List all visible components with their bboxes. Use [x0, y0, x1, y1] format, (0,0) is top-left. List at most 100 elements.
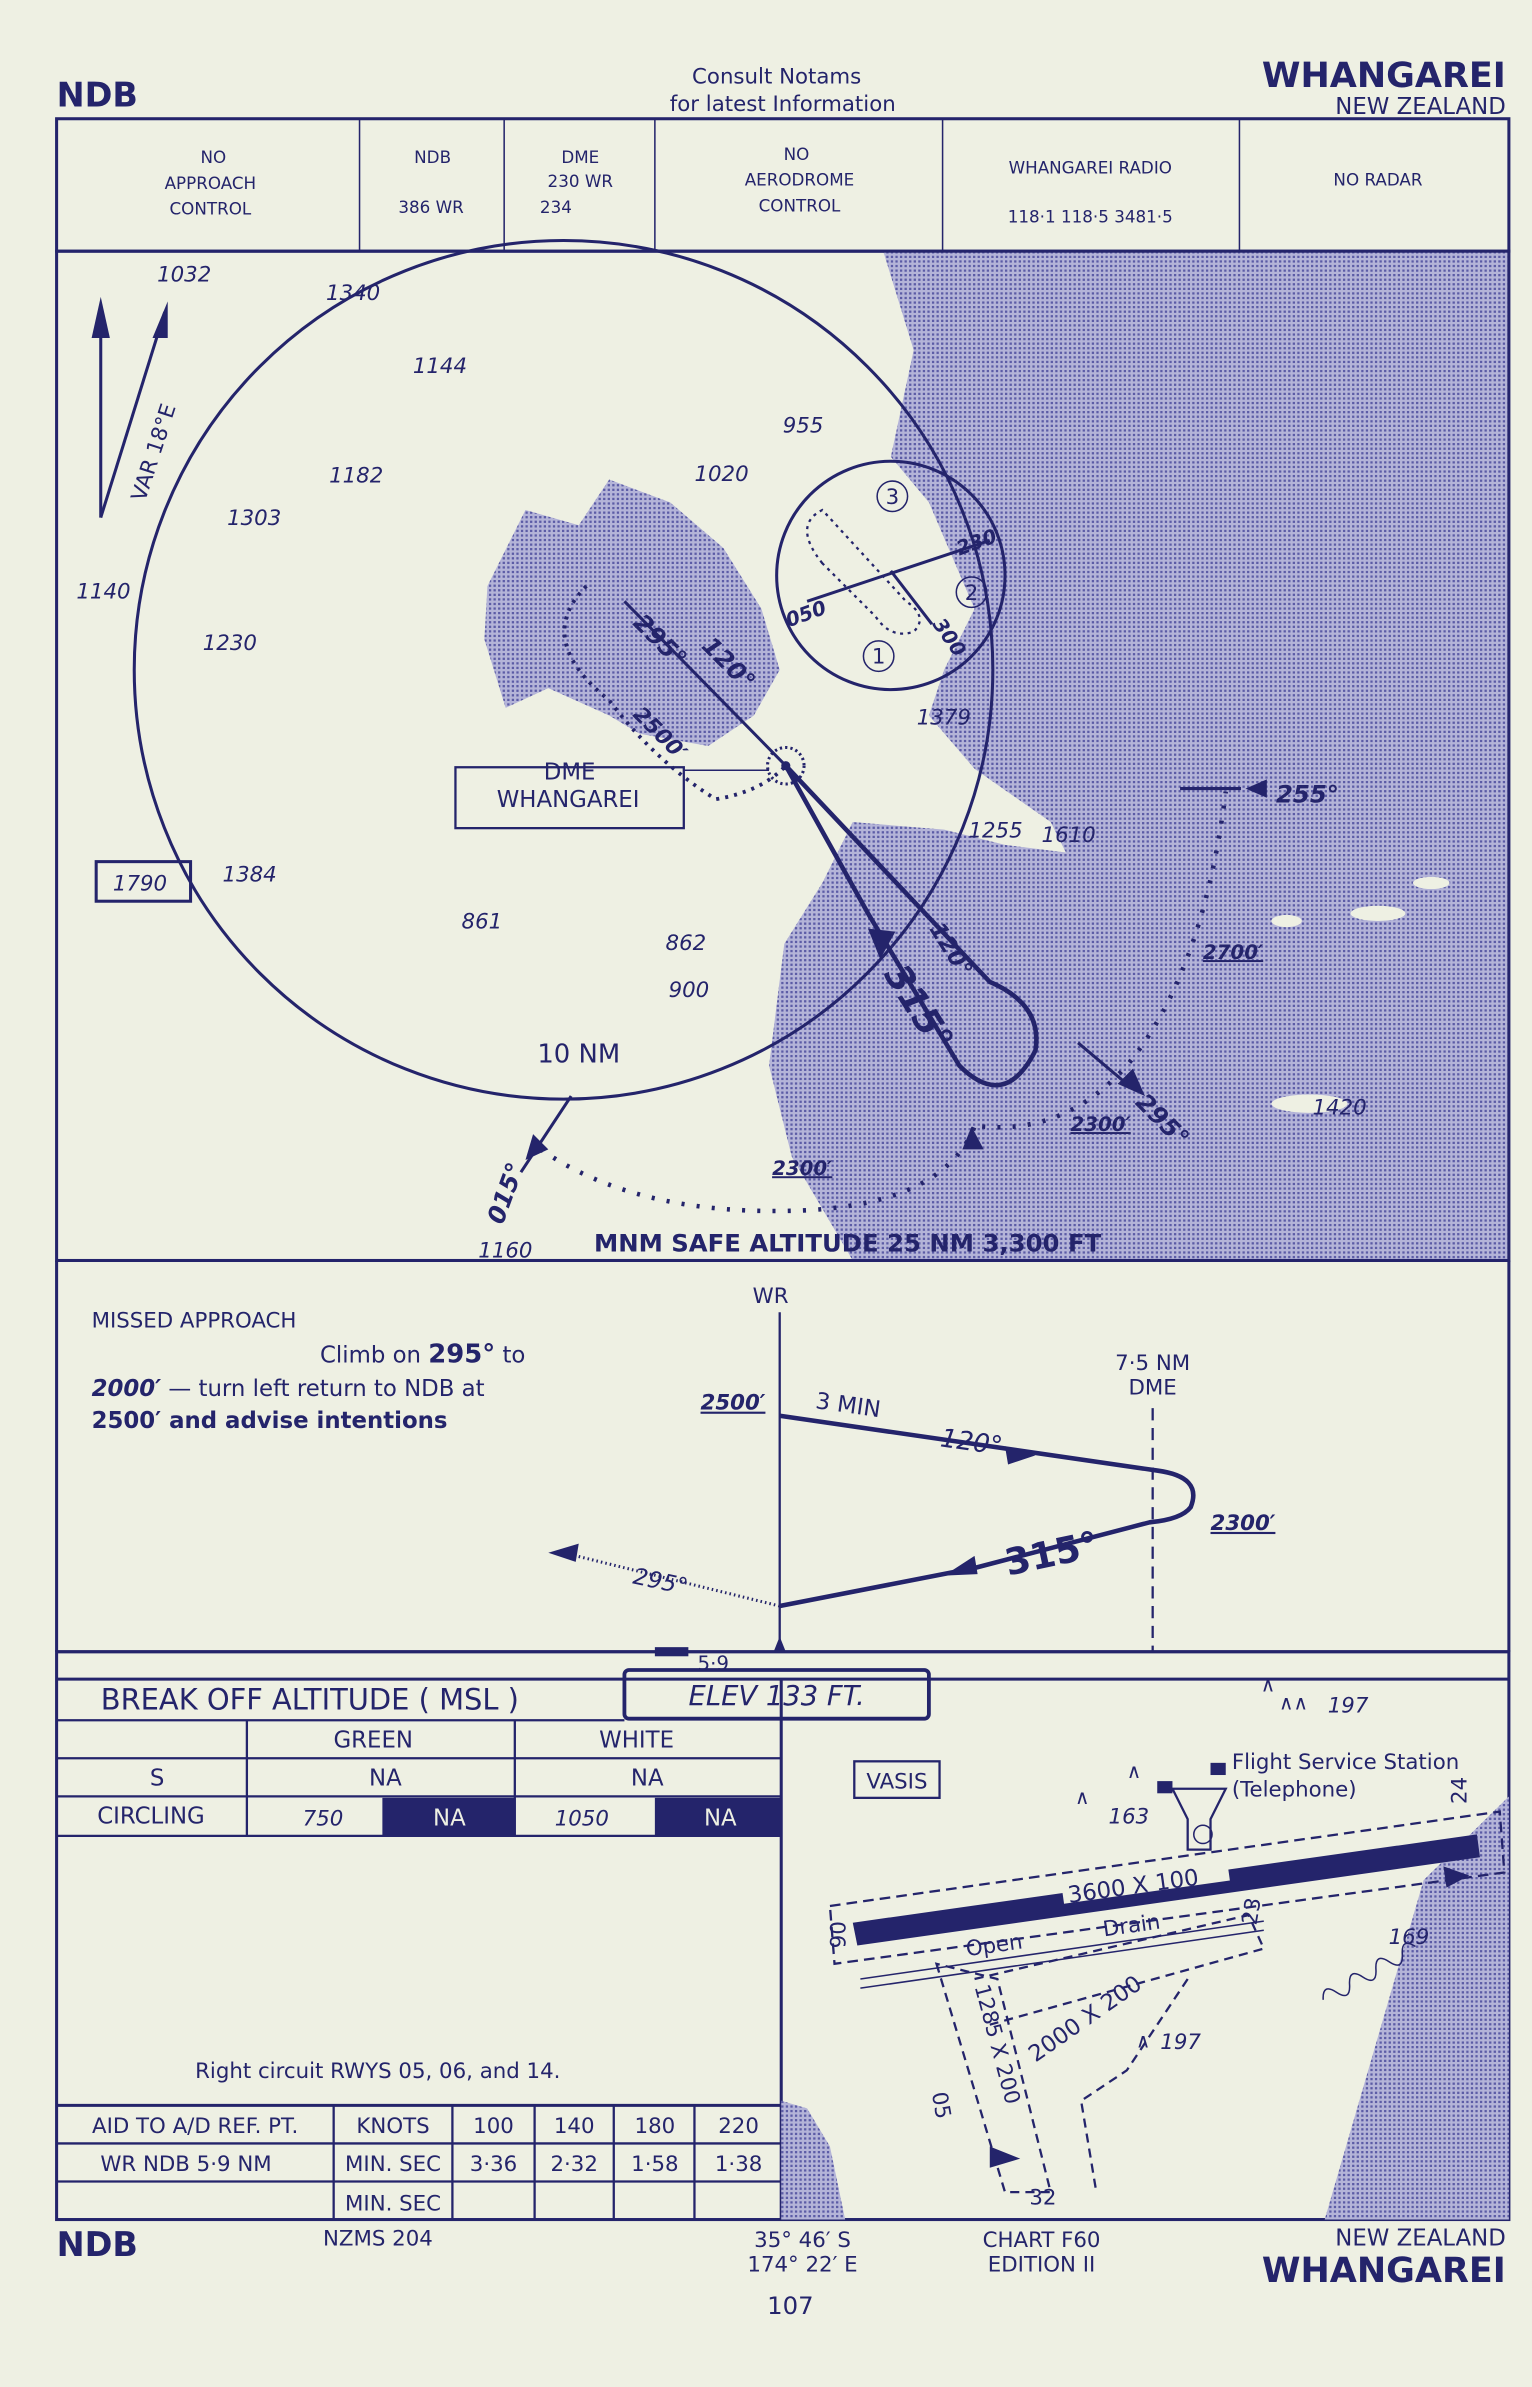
- sector-1: 1: [872, 645, 886, 670]
- north-arrow-icon: [91, 296, 168, 519]
- station-label: WHANGAREI: [497, 787, 640, 813]
- timing-header: 100: [473, 2114, 514, 2139]
- elevation-box: [622, 1668, 931, 1721]
- timing-header: AID TO A/D REF. PT.: [92, 2114, 298, 2139]
- comms-aerodrome: AERODROME: [745, 170, 855, 190]
- spot-height: 1790: [113, 872, 167, 897]
- comms-radar: NO RADAR: [1333, 170, 1422, 190]
- svg-text:∧: ∧: [1261, 1673, 1275, 1696]
- fss-label-2: (Telephone): [1232, 1777, 1357, 1802]
- timing-cell: MIN. SEC: [345, 2152, 441, 2177]
- timing-header: 140: [554, 2114, 595, 2139]
- country-name: NEW ZEALAND: [1335, 94, 1506, 120]
- vasis-label: VASIS: [866, 1770, 927, 1795]
- spot-height: 1255: [968, 818, 1022, 843]
- timing-cell: 1·58: [631, 2152, 678, 2177]
- comms-dme: DME: [561, 147, 599, 167]
- notice-line-2: for latest Information: [670, 92, 896, 117]
- comms-aerodrome: CONTROL: [759, 196, 841, 216]
- minima-table: GREEN WHITE S NA NA CIRCLING 750 NA 1050…: [56, 1719, 782, 1838]
- sea-area: [769, 251, 1509, 1261]
- place-name: WHANGAREI: [1262, 56, 1506, 96]
- comms-ndb: NDB: [414, 147, 451, 167]
- comms-approach: CONTROL: [169, 199, 251, 219]
- timing-header: 180: [635, 2114, 676, 2139]
- approach-track: [519, 508, 1241, 1214]
- aerodrome-diagram: VASIS Flight Service Station (Telephone)…: [781, 1673, 1509, 2220]
- timing-header: KNOTS: [356, 2114, 429, 2139]
- spot-height: 862: [666, 931, 707, 956]
- spot-height: 1032: [157, 263, 211, 288]
- spot-height: 1303: [227, 506, 281, 531]
- spot-height: 1379: [917, 706, 971, 731]
- comms-dme: 230 WR: [548, 171, 614, 191]
- row-circling-label: CIRCLING: [97, 1804, 205, 1830]
- missed-line-1: Climb on 295° to: [320, 1339, 525, 1369]
- comms-table: NO APPROACH CONTROL NDB 386 WR DME 230 W…: [55, 117, 1511, 253]
- dme-label: DME: [544, 759, 596, 785]
- profile-alt-start: 2500′: [701, 1391, 766, 1416]
- track-label: 015°: [481, 1158, 530, 1227]
- dme-fix-word: DME: [1129, 1375, 1177, 1400]
- 10nm-circle: [132, 239, 995, 1101]
- col-white: WHITE: [599, 1728, 674, 1754]
- spot-height: 861: [462, 910, 503, 935]
- comms-approach: NO: [201, 147, 227, 167]
- profile-view: MISSED APPROACH Climb on 295° to 2000′ —…: [55, 1260, 1511, 1675]
- footer-chart: CHART F60: [983, 2228, 1101, 2253]
- chart-footer: NDB NZMS 204 35° 46′ S 174° 22′ E CHART …: [57, 2225, 1506, 2320]
- footer-edition: EDITION II: [988, 2252, 1095, 2277]
- spot-height: 955: [783, 413, 824, 438]
- spot-height: 1340: [326, 281, 380, 306]
- plan-view: VAR 18°E 1032 1340 1144 1182 1303 1140 1…: [55, 239, 1511, 1264]
- page-number: 107: [767, 2291, 813, 2320]
- islands: [1271, 876, 1450, 1113]
- cross-runway-dims: 2000 X 200: [1024, 1971, 1147, 2068]
- track-label: 2300′: [772, 1157, 833, 1180]
- comms-aerodrome: NO: [784, 144, 810, 164]
- spot-heights: 1032 1340 1144 1182 1303 1140 1230 955 1…: [76, 263, 1366, 1264]
- chart-header: NDB Consult Notams for latest Informatio…: [57, 56, 1506, 120]
- short-runway-dims: 1285 X 200: [969, 1982, 1025, 2107]
- comms-dme: 234: [540, 197, 572, 217]
- missed-line-2: 2000′ — turn left return to NDB at: [92, 1376, 485, 1402]
- spot-height: 1384: [223, 862, 277, 887]
- comms-radio-freqs: 118·1 118·5 3481·5: [1008, 206, 1173, 226]
- spot-height: 1144: [413, 354, 467, 379]
- spot-height: 1140: [76, 579, 130, 604]
- rwy-24: 24: [1447, 1777, 1472, 1804]
- obstacle-height: 197: [1328, 1694, 1369, 1719]
- row-s-label: S: [150, 1766, 164, 1792]
- circling-green-a: 750: [303, 1806, 344, 1831]
- timing-cell: 3·36: [470, 2152, 517, 2177]
- profile-time: 3 MIN: [814, 1388, 882, 1423]
- harbour-area: [484, 479, 780, 746]
- footer-type: NDB: [57, 2225, 138, 2264]
- spot-height: 1182: [329, 464, 383, 489]
- missed-approach-title: MISSED APPROACH: [92, 1308, 297, 1333]
- profile-inbound: 315°: [1001, 1523, 1102, 1585]
- row-s-white: NA: [631, 1766, 664, 1792]
- spot-height: 1020: [694, 462, 748, 487]
- svg-text:∧∧: ∧∧: [1279, 1692, 1308, 1715]
- rwy-32: 32: [1029, 2185, 1056, 2210]
- timing-cell: MIN. SEC: [345, 2191, 441, 2216]
- footer-lat: 35° 46′ S: [754, 2228, 851, 2253]
- comms-radio: WHANGAREI RADIO: [1009, 158, 1172, 178]
- circling-white-a: 1050: [555, 1806, 609, 1831]
- obstacle-icon: ∧∧∧∧∧∧: [1075, 1673, 1308, 2052]
- rwy-05: 05: [926, 2090, 955, 2121]
- track-label: 2700′: [1203, 941, 1264, 964]
- timing-cell: WR NDB 5·9 NM: [100, 2152, 271, 2177]
- profile-alt-turn: 2300′: [1211, 1511, 1276, 1536]
- main-runway: [852, 1834, 1480, 1946]
- svg-text:∧: ∧: [1136, 2030, 1150, 2053]
- fss-label: Flight Service Station: [1232, 1750, 1459, 1775]
- footer-place: WHANGAREI: [1262, 2251, 1506, 2291]
- svg-text:∧: ∧: [1075, 1786, 1089, 1809]
- row-s-green: NA: [369, 1766, 402, 1792]
- spot-height: 1160: [478, 1238, 532, 1263]
- footer-map-ref: NZMS 204: [323, 2226, 433, 2251]
- fss-building-icon: [1170, 1787, 1228, 1851]
